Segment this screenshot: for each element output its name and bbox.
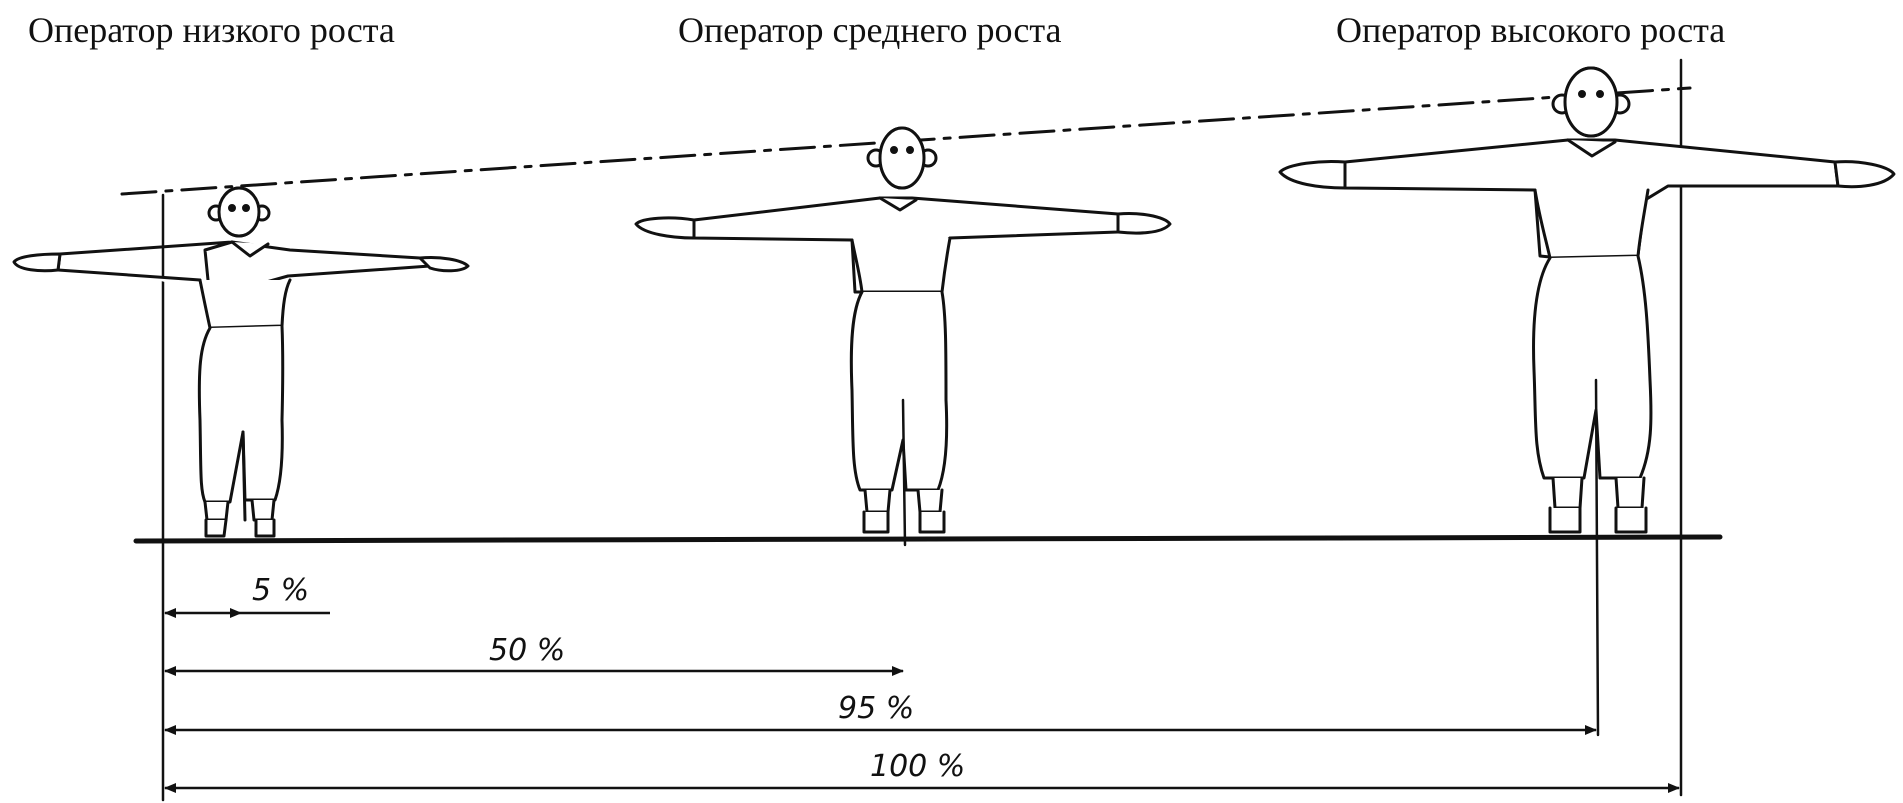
short-operator-figure — [12, 186, 470, 538]
dimension-5-label: 5 % — [252, 573, 309, 608]
dimension-50-label: 50 % — [489, 633, 565, 668]
label-medium-operator: Оператор среднего роста — [678, 10, 1062, 50]
floor-line — [133, 534, 1723, 544]
medium-operator-figure — [634, 126, 1172, 547]
dimension-100-label: 100 % — [870, 749, 965, 784]
dimension-95-label: 95 % — [838, 691, 914, 726]
label-short-operator: Оператор низкого роста — [28, 10, 395, 50]
label-tall-operator: Оператор высокого роста — [1336, 10, 1726, 50]
tall-operator-figure — [1278, 66, 1896, 737]
